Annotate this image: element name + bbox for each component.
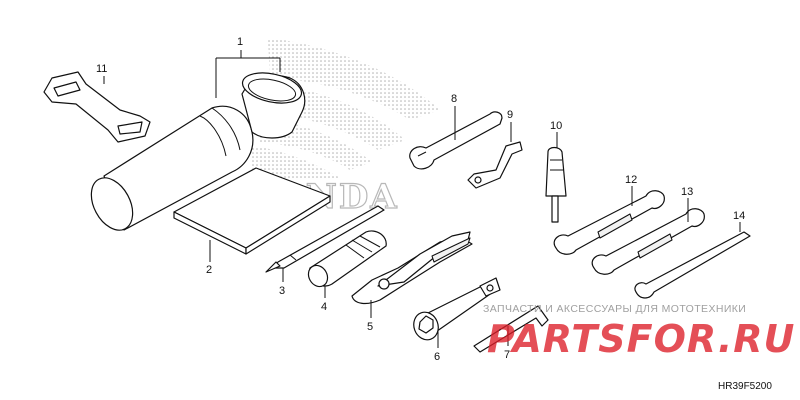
- band-part: [43, 71, 151, 143]
- spanner-part: [409, 111, 503, 170]
- callout-13: 13: [681, 186, 693, 198]
- leader-lines: [103, 50, 741, 348]
- callout-9: 9: [507, 109, 513, 121]
- callout-2: 2: [206, 264, 212, 276]
- callout-1: 1: [237, 36, 243, 48]
- spanner-small-part: [467, 141, 523, 189]
- callout-10: 10: [550, 120, 562, 132]
- callout-6: 6: [434, 351, 440, 363]
- hex-wrench-part: [473, 305, 549, 353]
- screwdriver-part: [265, 205, 385, 273]
- watermark-caption: ЗАПЧАСТИ И АКСЕССУАРЫ ДЛЯ МОТОТЕХНИКИ: [483, 303, 747, 315]
- owners-manual-part: [173, 167, 331, 255]
- callout-4: 4: [321, 301, 327, 313]
- tool-bag-part: [90, 72, 306, 231]
- callout-12: 12: [625, 174, 637, 186]
- callout-7: 7: [504, 349, 510, 361]
- callout-8: 8: [451, 93, 457, 105]
- screwdriver-grip-part: [307, 230, 387, 288]
- callout-14: 14: [733, 210, 745, 222]
- watermark-logo: PARTSFOR.RU: [487, 317, 796, 361]
- screwdriver-small-part: [545, 146, 567, 223]
- diagram-code: HR39F5200: [718, 381, 772, 392]
- callout-3: 3: [279, 285, 285, 297]
- callout-5: 5: [367, 321, 373, 333]
- pliers-part: [351, 231, 473, 305]
- open-end-wrench-b-part: [591, 208, 705, 275]
- socket-wrench-part: [413, 277, 501, 341]
- open-end-wrench-a-part: [553, 190, 665, 255]
- callout-numbers: 1 2 3 4 5 6 7 8 9 10 11 12 13 14: [96, 36, 745, 363]
- callout-11: 11: [96, 63, 107, 75]
- pin-spanner-part: [634, 231, 751, 299]
